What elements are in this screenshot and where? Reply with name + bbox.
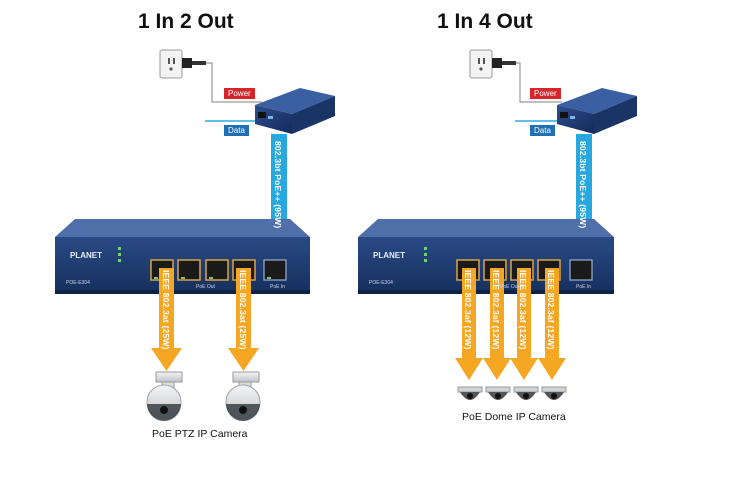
left-scene xyxy=(55,49,335,421)
right-wall-outlet-icon xyxy=(469,49,516,79)
left-power-cord xyxy=(206,62,262,103)
left-caption: PoE PTZ IP Camera xyxy=(152,428,248,440)
right-uplink-label: 802.3bt PoE++ (95W) xyxy=(578,141,588,229)
right-output-label-1: IEEE 802.3af (12W) xyxy=(463,270,473,350)
right-scene xyxy=(358,49,637,400)
right-output-label-4: IEEE 802.3af (12W) xyxy=(546,270,556,350)
left-switch-brand: PLANET xyxy=(70,251,102,260)
left-power-label: Power xyxy=(224,88,255,99)
right-switch-icon xyxy=(358,219,614,294)
dome-camera-icon xyxy=(513,386,539,400)
left-output-arrow-2 xyxy=(228,268,259,371)
left-port-label-out: PoE Out xyxy=(196,284,215,290)
left-output-label-2: IEEE 802.3at (25W) xyxy=(238,270,248,350)
right-power-label: Power xyxy=(530,88,561,99)
ptz-camera-icon xyxy=(146,371,183,421)
left-title: 1 In 2 Out xyxy=(138,10,234,33)
right-port-label-in: PoE In xyxy=(576,284,592,290)
right-switch-model: POE-E304 xyxy=(369,280,393,286)
ptz-camera-icon xyxy=(225,371,261,421)
dome-camera-icon xyxy=(541,386,567,400)
right-port-label-out: PoE Out xyxy=(500,284,519,290)
right-power-cord xyxy=(516,62,562,103)
left-wall-outlet-icon xyxy=(159,49,206,79)
right-output-arrow-4 xyxy=(538,268,566,380)
dome-camera-icon xyxy=(485,386,511,400)
left-port-label-in: PoE In xyxy=(270,284,286,290)
right-output-arrow-3 xyxy=(510,268,538,380)
right-output-label-3: IEEE 802.3af (12W) xyxy=(518,270,528,350)
right-caption: PoE Dome IP Camera xyxy=(462,411,566,423)
right-data-label: Data xyxy=(530,125,555,136)
right-title: 1 In 4 Out xyxy=(437,10,533,33)
right-switch-brand: PLANET xyxy=(373,251,405,260)
left-switch-icon xyxy=(55,219,310,294)
right-output-label-2: IEEE 802.3af (12W) xyxy=(491,270,501,350)
right-poe-injector-icon xyxy=(557,88,637,134)
left-poe-injector-icon xyxy=(255,88,335,134)
dome-camera-icon xyxy=(457,386,483,400)
left-output-label-1: IEEE 802.3at (25W) xyxy=(161,270,171,350)
right-output-arrow-1 xyxy=(455,268,483,380)
left-output-arrow-1 xyxy=(151,268,182,371)
left-uplink-label: 802.3bt PoE++ (95W) xyxy=(273,141,283,229)
right-output-arrow-2 xyxy=(483,268,511,380)
left-switch-model: POE-E304 xyxy=(66,280,90,286)
left-data-label: Data xyxy=(224,125,249,136)
